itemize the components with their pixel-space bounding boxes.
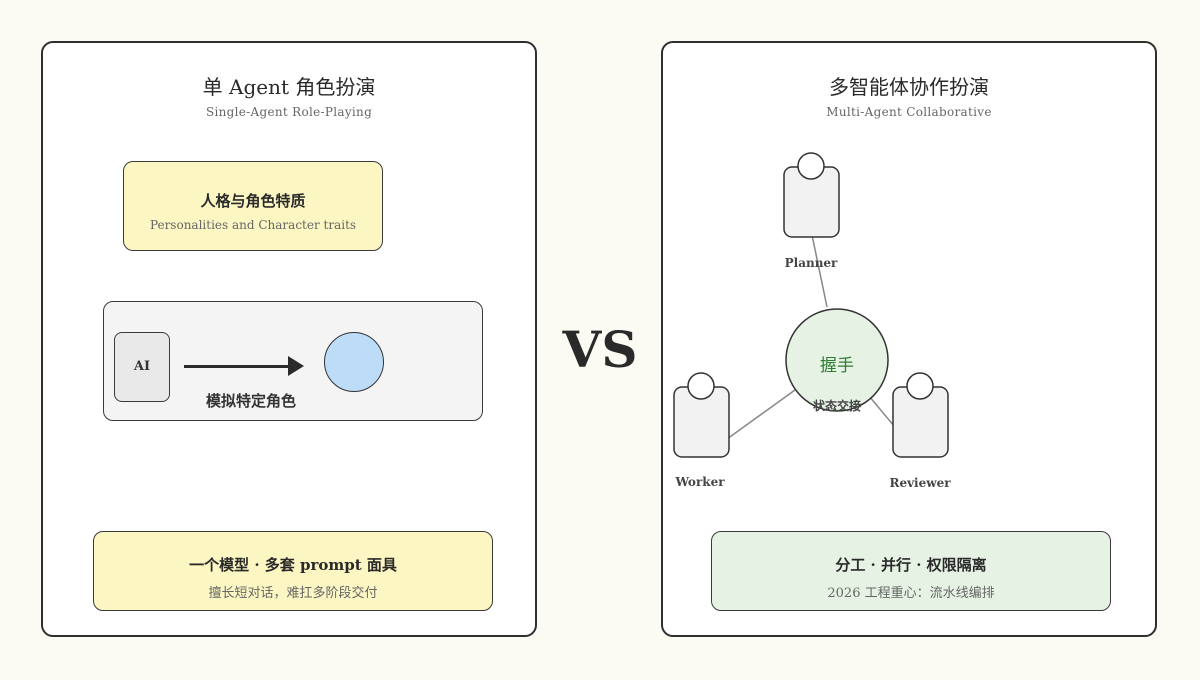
single-agent-subtitle: Single-Agent Role-Playing [205,105,373,119]
worker-head [687,372,715,400]
state-handoff-label: 状态交接 [812,399,861,413]
multi-agent-title: 多智能体协作扮演 [829,75,989,99]
planner-label: Planner [784,256,838,270]
role-circle [324,332,384,392]
multi-agent-panel: 多智能体协作扮演 Multi-Agent Collaborative Plann… [661,41,1157,637]
model-subtitle: 擅长短对话，难扛多阶段交付 [208,586,378,601]
role-simulation-box: AI 模拟特定角色 [103,301,483,421]
planner-head [797,152,825,180]
vs-label: VS [562,320,638,379]
traits-box: 人格与角色特质 Personalities and Character trai… [123,161,383,251]
split-title: 分工 · 并行 · 权限隔离 [835,556,987,574]
agent-network [673,152,949,458]
arrow-head [288,356,304,376]
arrow-line [184,365,290,368]
simulate-role-label: 模拟特定角色 [206,392,297,410]
model-title: 一个模型 · 多套 prompt 面具 [189,556,397,574]
multi-agent-subtitle: Multi-Agent Collaborative [826,105,992,119]
reviewer-label: Reviewer [889,476,951,490]
split-subtitle: 2026 工程重心：流水线编排 [827,586,995,601]
planner-connector [811,234,828,308]
traits-title: 人格与角色特质 [200,192,306,210]
reviewer-head [906,372,934,400]
worker-label: Worker [675,475,725,489]
split-box: 分工 · 并行 · 权限隔离 2026 工程重心：流水线编排 [711,531,1111,611]
traits-subtitle: Personalities and Character traits [149,218,357,232]
ai-label: AI [133,359,151,374]
handshake-circle [785,308,889,412]
single-agent-title: 单 Agent 角色扮演 [202,75,376,99]
single-agent-panel: 单 Agent 角色扮演 Single-Agent Role-Playing 人… [41,41,537,637]
ai-model-box: AI [114,332,170,402]
handshake-label: 握手 [820,356,854,376]
model-box: 一个模型 · 多套 prompt 面具 擅长短对话，难扛多阶段交付 [93,531,493,611]
